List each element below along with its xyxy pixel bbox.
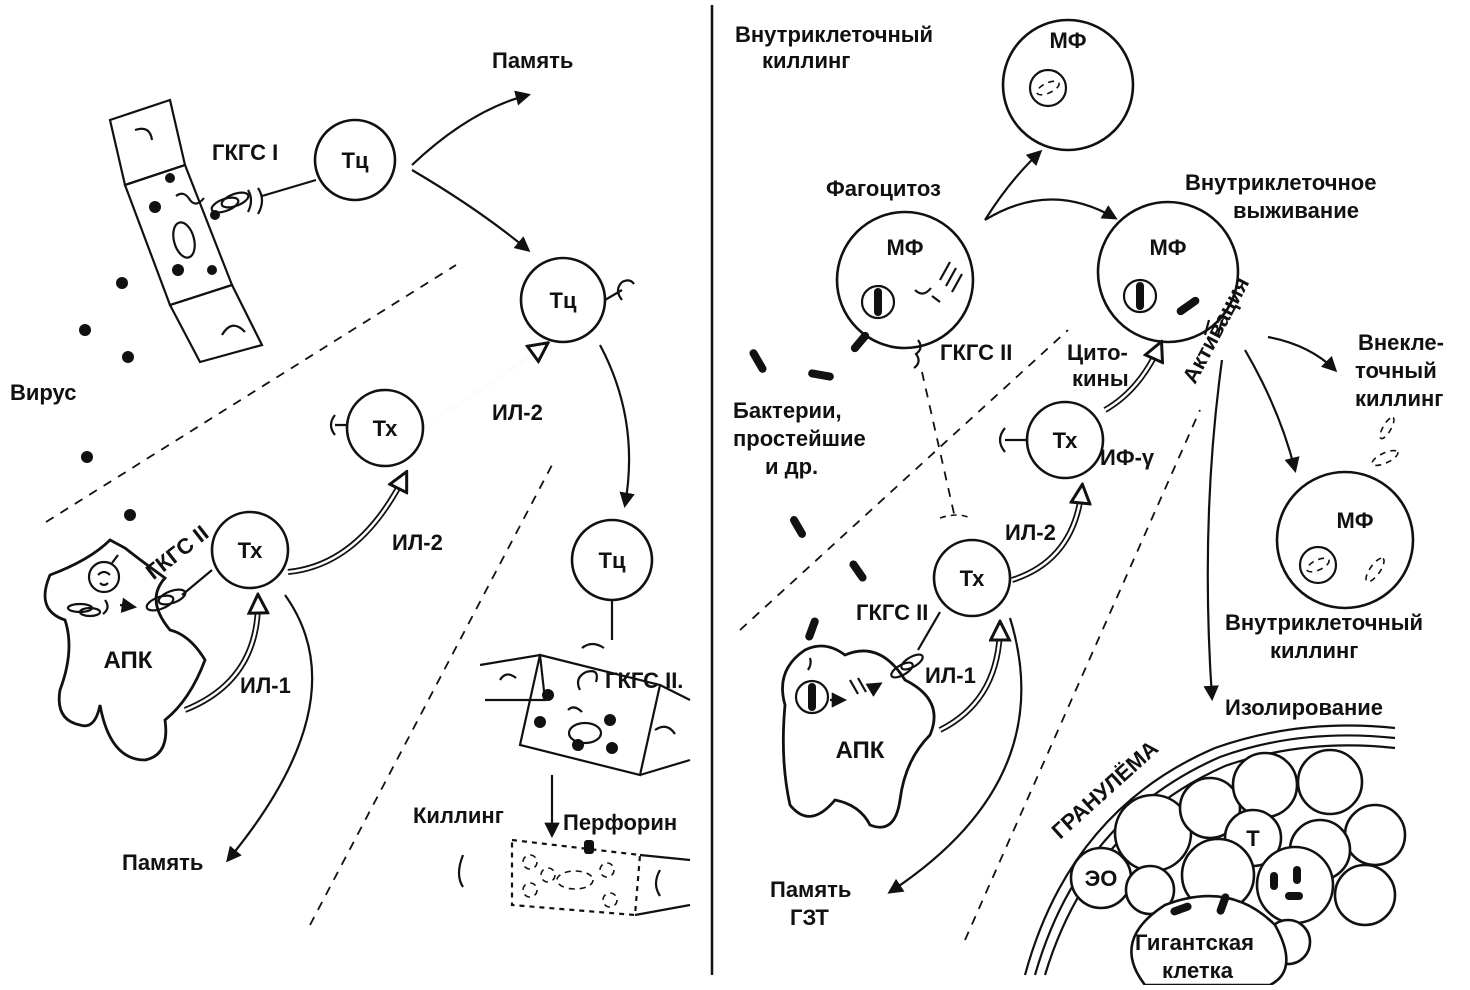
th-cell-lower: Тх: [210, 510, 290, 590]
intracellular-killing-right-line2: киллинг: [1270, 638, 1358, 663]
th-cell-upper: Тх: [329, 388, 425, 468]
il2-right-label: ИЛ-2: [1005, 520, 1056, 545]
mf-cell-survival: МФ: [1096, 200, 1240, 344]
il1-right-label: ИЛ-1: [925, 663, 976, 688]
dashed-divider-left-1: [45, 264, 457, 523]
tc-cell-middle: Тц: [519, 256, 635, 344]
eo-cell-label: ЭО: [1085, 866, 1118, 891]
il1-left-label: ИЛ-1: [240, 673, 291, 698]
extracellular-line1: Внекле-: [1358, 330, 1444, 355]
tc-cell-top: Тц: [313, 118, 397, 202]
mf-cell-phagocytosis-label: МФ: [886, 235, 923, 260]
tc-cell-middle-label: Тц: [550, 288, 577, 313]
t-cell-label: Т: [1246, 826, 1260, 851]
il2-lower-left-label: ИЛ-2: [392, 530, 443, 555]
ifn-gamma-label: ИФ-γ: [1100, 445, 1155, 470]
th-cell-right-upper-label: Тх: [1053, 428, 1079, 453]
memory-bottom-label: Память: [122, 850, 203, 875]
mf-cell-survival-label: МФ: [1149, 235, 1186, 260]
extracellular-line2: точный: [1355, 358, 1437, 383]
perforin-label: Перфорин: [563, 810, 677, 835]
th-cell-lower-label: Тх: [238, 538, 264, 563]
mf-cell-right: МФ: [1275, 470, 1415, 610]
tc-cell-lower: Тц: [570, 518, 654, 602]
apc-left: АПК: [43, 538, 207, 762]
bacteria-line2: простейшие: [733, 426, 866, 451]
mf-cell-top-label: МФ: [1049, 28, 1086, 53]
intracellular-survival-line2: выживание: [1233, 198, 1359, 223]
intracellular-killing-right-line1: Внутриклеточный: [1225, 610, 1423, 635]
intracellular-killing-top-line2: киллинг: [762, 48, 850, 73]
mhc2-target-label: ГКГС II.: [605, 668, 683, 693]
th-cell-right-lower: Тх: [932, 538, 1012, 618]
mf-cell-right-label: МФ: [1336, 508, 1373, 533]
target-cell: [479, 642, 691, 777]
tc-cell-top-label: Тц: [342, 148, 369, 173]
memory-dth-line1: Память: [770, 877, 851, 902]
granuloma: ЭО Т: [1023, 724, 1407, 987]
killing-label: Киллинг: [413, 803, 504, 828]
virus-label: Вирус: [10, 380, 76, 405]
bacteria-line1: Бактерии,: [733, 398, 842, 423]
bacteria-line3: и др.: [765, 454, 818, 479]
mhc1-label: ГКГС I: [212, 140, 278, 165]
infected-cell-column-top: [108, 98, 264, 364]
il2-upper-left-label: ИЛ-2: [492, 400, 543, 425]
intracellular-killing-top-line1: Внутриклеточный: [735, 22, 933, 47]
dashed-divider-right-1: [739, 329, 1069, 631]
extracellular-line3: киллинг: [1355, 386, 1443, 411]
mhc2-right-label: ГКГС II: [856, 600, 928, 625]
mhc2-mf-label: ГКГС II: [940, 340, 1012, 365]
th-cell-right-upper: Тх: [998, 400, 1105, 480]
dashed-divider-right-2: [964, 409, 1201, 941]
tc-cell-lower-label: Тц: [599, 548, 626, 573]
isolation-label: Изолирование: [1225, 695, 1383, 720]
cytokines-line2: кины: [1072, 366, 1129, 391]
mhc2-left-label: ГКГС II: [141, 520, 213, 584]
mf-cell-phagocytosis: МФ: [835, 210, 975, 350]
dashed-divider-left-2: [309, 464, 553, 926]
phagocytosis-label: Фагоцитоз: [826, 176, 941, 201]
virus-particles: [79, 277, 136, 521]
intracellular-survival-line1: Внутриклеточное: [1185, 170, 1376, 195]
cytokines-line1: Цито-: [1067, 340, 1128, 365]
th-cell-upper-label: Тх: [373, 416, 399, 441]
lysed-cell: [457, 838, 691, 917]
apc-left-label: АПК: [104, 647, 153, 674]
memory-dth-line2: ГЗТ: [790, 905, 829, 930]
bacteria-particles: [749, 331, 870, 641]
giant-cell-line2: клетка: [1162, 958, 1234, 983]
th-cell-right-lower-label: Тх: [960, 566, 986, 591]
apc-right-label: АПК: [836, 737, 885, 764]
apc-right: АПК: [781, 644, 936, 829]
mhc2-link-dashed: [921, 371, 956, 519]
memory-top-label: Память: [492, 48, 573, 73]
giant-cell-line1: Гигантская: [1135, 930, 1254, 955]
mf-cell-top: МФ: [1001, 18, 1135, 152]
